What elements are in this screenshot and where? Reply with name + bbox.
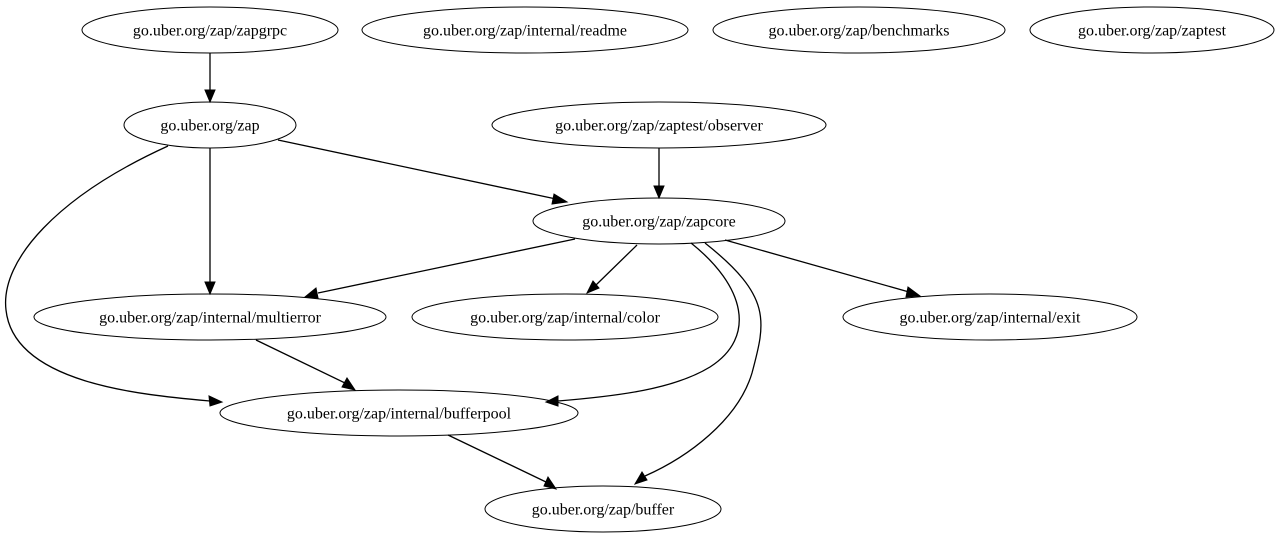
arrowhead xyxy=(341,377,357,391)
edge-bufferpool-to-buffer xyxy=(447,434,558,490)
arrowhead xyxy=(543,475,558,490)
arrowhead xyxy=(585,280,600,294)
edge-line xyxy=(595,244,638,286)
edges-layer xyxy=(4,53,922,490)
edge-line xyxy=(644,242,762,477)
node-zap: go.uber.org/zap xyxy=(123,101,297,149)
edge-zap-to-bufferpool xyxy=(4,145,224,407)
node-ellipse xyxy=(1029,6,1275,54)
edge-line xyxy=(724,239,910,293)
node-label: go.uber.org/zap/internal/bufferpool xyxy=(287,406,512,423)
node-label: go.uber.org/zap/zaptest xyxy=(1078,23,1227,40)
node-exit: go.uber.org/zap/internal/exit xyxy=(842,293,1138,341)
node-observer: go.uber.org/zap/zaptest/observer xyxy=(491,101,827,149)
node-label: go.uber.org/zap xyxy=(160,118,259,135)
node-ellipse xyxy=(33,293,387,341)
node-ellipse xyxy=(81,6,339,54)
node-ellipse xyxy=(842,293,1138,341)
edge-zap-to-zapcore xyxy=(277,139,569,205)
node-label: go.uber.org/zap/buffer xyxy=(532,502,675,519)
edge-zapcore-to-buffer xyxy=(633,242,762,485)
edge-line xyxy=(277,139,557,200)
node-multierror: go.uber.org/zap/internal/multierror xyxy=(33,293,387,341)
node-label: go.uber.org/zap/zapgrpc xyxy=(133,23,287,40)
edge-line xyxy=(317,238,576,294)
arrowhead xyxy=(905,286,922,298)
node-ellipse xyxy=(532,197,786,245)
node-color: go.uber.org/zap/internal/color xyxy=(411,293,719,341)
edge-multierror-to-bufferpool xyxy=(255,339,357,391)
node-ellipse xyxy=(361,6,689,54)
node-zapcore: go.uber.org/zap/zapcore xyxy=(532,197,786,245)
arrowhead xyxy=(303,287,319,299)
node-zaptest: go.uber.org/zap/zaptest xyxy=(1029,6,1275,54)
arrowhead xyxy=(653,185,665,200)
node-bufferpool: go.uber.org/zap/internal/bufferpool xyxy=(219,389,579,437)
node-label: go.uber.org/zap/internal/readme xyxy=(423,23,627,40)
nodes-layer: go.uber.org/zap/zapgrpc go.uber.org/zap/i… xyxy=(33,6,1275,533)
edge-zapcore-to-exit xyxy=(724,239,922,298)
arrowhead xyxy=(208,395,224,407)
node-label: go.uber.org/zap/benchmarks xyxy=(769,23,950,40)
edge-zapcore-to-color xyxy=(585,244,638,294)
node-label: go.uber.org/zap/internal/color xyxy=(470,310,661,327)
node-ellipse xyxy=(219,389,579,437)
node-label: go.uber.org/zap/zaptest/observer xyxy=(555,118,763,135)
arrowhead xyxy=(204,89,216,104)
edge-line xyxy=(4,145,211,402)
arrowhead xyxy=(633,471,648,485)
edge-zap-to-multierror xyxy=(204,148,216,296)
node-label: go.uber.org/zap/internal/multierror xyxy=(99,310,322,327)
edge-zapcore-to-multierror xyxy=(303,238,576,299)
node-label: go.uber.org/zap/internal/exit xyxy=(900,310,1082,327)
node-readme: go.uber.org/zap/internal/readme xyxy=(361,6,689,54)
edge-line xyxy=(255,339,346,384)
node-buffer: go.uber.org/zap/buffer xyxy=(484,485,722,533)
arrowhead xyxy=(204,281,216,296)
edge-zapgrpc-to-zap xyxy=(204,53,216,104)
edge-line xyxy=(447,434,547,483)
node-zapgrpc: go.uber.org/zap/zapgrpc xyxy=(81,6,339,54)
node-label: go.uber.org/zap/zapcore xyxy=(582,214,735,231)
node-benchmarks: go.uber.org/zap/benchmarks xyxy=(712,6,1006,54)
edge-observer-to-zapcore xyxy=(653,148,665,200)
arrowhead xyxy=(551,193,569,205)
node-ellipse xyxy=(123,101,297,149)
node-ellipse xyxy=(484,485,722,533)
node-ellipse xyxy=(411,293,719,341)
node-ellipse xyxy=(712,6,1006,54)
edge-line xyxy=(557,242,740,402)
node-ellipse xyxy=(491,101,827,149)
